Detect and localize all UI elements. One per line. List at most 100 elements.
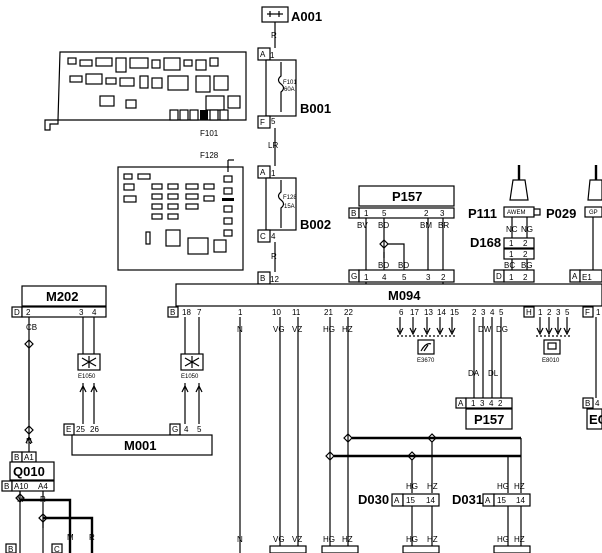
svg-text:AWEM: AWEM	[507, 210, 525, 216]
svg-text:B: B	[14, 453, 19, 462]
svg-text:14: 14	[426, 496, 435, 505]
label-f128-pcb: F128	[200, 151, 219, 160]
svg-text:M094: M094	[388, 288, 421, 303]
svg-text:3: 3	[481, 308, 486, 317]
svg-text:HZ: HZ	[342, 535, 353, 544]
pcb-f101-illustration: F101	[44, 51, 247, 138]
svg-text:17: 17	[410, 308, 419, 317]
svg-text:2: 2	[26, 308, 31, 317]
svg-text:F101: F101	[283, 80, 297, 86]
svg-text:A: A	[572, 272, 578, 281]
svg-text:21: 21	[324, 308, 333, 317]
battery-a001: A001	[261, 6, 322, 24]
svg-text:HG: HG	[406, 535, 418, 544]
svg-text:VG: VG	[273, 325, 285, 334]
svg-text:E1050: E1050	[78, 374, 96, 380]
svg-text:EC: EC	[589, 412, 602, 427]
svg-text:22: 22	[344, 308, 353, 317]
svg-text:B: B	[4, 482, 9, 491]
svg-text:C: C	[260, 232, 266, 241]
svg-text:15A: 15A	[284, 204, 295, 210]
svg-text:4: 4	[184, 425, 189, 434]
svg-text:HG: HG	[497, 535, 509, 544]
label-b002: B002	[300, 217, 331, 232]
svg-text:H: H	[526, 308, 532, 317]
svg-text:3: 3	[440, 209, 445, 218]
component-p157-top: P157 B 1 5 2 3 BV BD BM BR BD BD G 1 4 5…	[348, 185, 455, 283]
svg-text:14: 14	[437, 308, 446, 317]
svg-text:1: 1	[509, 273, 514, 282]
svg-text:3: 3	[480, 399, 485, 408]
component-e3670: E3670	[396, 317, 456, 364]
svg-text:HZ: HZ	[342, 325, 353, 334]
svg-text:E: E	[66, 425, 71, 434]
svg-text:P029: P029	[546, 206, 576, 221]
sensor-p111: P111 AWEM NC NG D168 1 2 1 2 BC BG D 1 2	[468, 165, 541, 283]
svg-text:5: 5	[271, 117, 276, 126]
svg-text:VG: VG	[273, 535, 285, 544]
svg-text:4: 4	[382, 273, 387, 282]
svg-text:4: 4	[92, 308, 97, 317]
wire-r-1: R	[271, 31, 277, 40]
svg-text:1: 1	[238, 308, 243, 317]
component-q010: B A1 Q010 B A10 A4	[1, 451, 55, 492]
svg-text:2: 2	[523, 239, 528, 248]
svg-text:P157: P157	[392, 189, 422, 204]
wire-r-2: R	[271, 252, 277, 261]
svg-text:E1050: E1050	[181, 374, 199, 380]
svg-text:25: 25	[76, 425, 85, 434]
svg-text:N: N	[237, 325, 243, 334]
svg-text:D030: D030	[358, 492, 389, 507]
svg-text:13: 13	[424, 308, 433, 317]
svg-text:F128: F128	[283, 195, 297, 201]
svg-text:A10: A10	[14, 482, 29, 491]
svg-text:2: 2	[441, 273, 446, 282]
svg-text:4: 4	[595, 399, 600, 408]
svg-text:HZ: HZ	[514, 482, 525, 491]
svg-text:M: M	[67, 533, 74, 542]
svg-text:N: N	[237, 535, 243, 544]
svg-text:10: 10	[272, 308, 281, 317]
svg-text:1: 1	[364, 273, 369, 282]
label-f101-pcb: F101	[200, 129, 219, 138]
svg-text:B: B	[170, 308, 175, 317]
svg-text:DG: DG	[496, 325, 508, 334]
svg-text:2: 2	[523, 273, 528, 282]
svg-text:HZ: HZ	[427, 482, 438, 491]
svg-text:2: 2	[472, 308, 477, 317]
svg-text:A: A	[260, 168, 266, 177]
svg-text:B: B	[351, 209, 356, 218]
svg-text:B: B	[8, 545, 13, 553]
svg-text:E1: E1	[582, 273, 592, 282]
fuse-box-b001: A 1 F101 60A F 5 B001	[257, 47, 331, 129]
svg-text:5: 5	[382, 209, 387, 218]
svg-text:4: 4	[490, 308, 495, 317]
svg-text:2: 2	[498, 399, 503, 408]
svg-text:4: 4	[271, 232, 276, 241]
svg-text:12: 12	[270, 275, 279, 284]
fan-e1050-left: E1050	[77, 353, 101, 380]
svg-text:N: N	[26, 437, 32, 446]
component-p157-bottom: DA DW DL DG A 1 3 4 2 P157	[455, 317, 513, 430]
sensor-p029: P029 GP A E1	[546, 165, 602, 283]
svg-text:4: 4	[489, 399, 494, 408]
svg-text:M202: M202	[46, 289, 79, 304]
svg-text:2: 2	[547, 308, 552, 317]
svg-text:1: 1	[364, 209, 369, 218]
svg-text:G: G	[172, 425, 178, 434]
svg-text:14: 14	[516, 496, 525, 505]
svg-text:D031: D031	[452, 492, 483, 507]
svg-text:GP: GP	[589, 210, 598, 216]
svg-text:G: G	[351, 272, 357, 281]
svg-text:2: 2	[424, 209, 429, 218]
svg-text:D: D	[496, 272, 502, 281]
svg-text:5: 5	[197, 425, 202, 434]
svg-text:P157: P157	[474, 412, 504, 427]
svg-text:15: 15	[450, 308, 459, 317]
svg-text:1: 1	[270, 51, 275, 60]
svg-text:BR: BR	[438, 221, 449, 230]
pcb-f128-illustration: F128	[117, 151, 244, 271]
svg-text:5: 5	[499, 308, 504, 317]
svg-text:B: B	[585, 399, 590, 408]
